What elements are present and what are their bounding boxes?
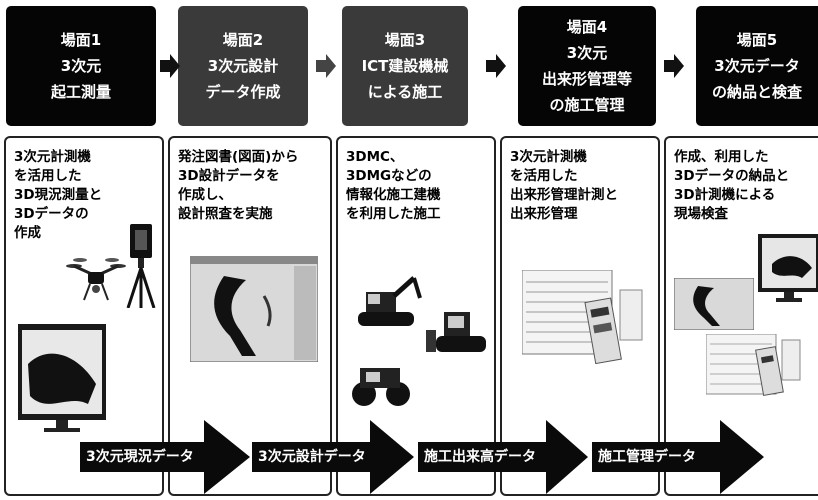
stage-4-line-2: 3次元: [566, 44, 608, 62]
panel-2-description: 発注図書(図面)から 3D設計データを 作成し、 設計照査を実施: [178, 149, 299, 222]
inspection-monitor-illustration: [758, 234, 818, 302]
stage-5-line-3: の納品と検査: [711, 83, 802, 101]
data-flow-label-2: 3次元設計データ: [258, 449, 366, 465]
stage-3-line-2: ICT建設機械: [361, 57, 449, 75]
stage-header-5: 場面5 3次元データ の納品と検査: [696, 6, 818, 126]
stage-header-3: 場面3 ICT建設機械 による施工: [342, 6, 468, 126]
arrow-right-icon: [592, 420, 764, 494]
data-flow-arrow-3: 施工出来高データ: [418, 420, 588, 494]
management-documents-illustration: [522, 270, 643, 365]
stage-4-line-4: の施工管理: [549, 96, 625, 114]
arrow-right-icon: [418, 420, 588, 494]
stage-4-title: 場面4: [566, 18, 608, 36]
stage-4-line-3: 出来形管理等: [541, 70, 632, 88]
panel-5-description: 作成、利用した 3Dデータの納品と 3D計測機による 現場検査: [674, 149, 790, 222]
data-flow-arrow-4: 施工管理データ: [592, 420, 764, 494]
stage-1-title: 場面1: [60, 31, 102, 49]
stage-2-line-2: 3次元設計: [207, 57, 279, 75]
panel-1-description: 3次元計測機 を活用した 3D現況測量と 3Dデータの 作成: [14, 149, 103, 241]
step-arrow-icon: [316, 54, 336, 78]
stage-2-title: 場面2: [222, 31, 264, 49]
stage-1-line-2: 3次元: [60, 57, 102, 75]
design-software-illustration: [190, 256, 318, 362]
bulldozer-illustration: [426, 312, 486, 352]
stage-2-line-3: データ作成: [205, 83, 281, 101]
roller-illustration: [352, 368, 410, 406]
arrow-right-icon: [80, 420, 250, 494]
data-flow-label-3: 施工出来高データ: [424, 449, 536, 465]
arrow-right-icon: [252, 420, 414, 494]
data-flow-arrow-1: 3次元現況データ: [80, 420, 250, 494]
drone-illustration: [66, 258, 126, 301]
laser-scanner-illustration: [126, 224, 156, 308]
panel-5: 作成、利用した 3Dデータの納品と 3D計測機による 現場検査: [664, 136, 818, 496]
stage-3-title: 場面3: [384, 31, 426, 49]
panel-4: 3次元計測機 を活用した 出来形管理計測と 出来形管理: [500, 136, 660, 496]
step-arrow-icon: [664, 54, 684, 78]
panel-2: 発注図書(図面)から 3D設計データを 作成し、 設計照査を実施: [168, 136, 332, 496]
stage-3-line-3: による施工: [367, 83, 443, 101]
stage-1-line-3: 起工測量: [50, 83, 111, 101]
panel-3: 3DMC、 3DMGなどの 情報化施工建機 を利用した施工: [336, 136, 496, 496]
stage-5-title: 場面5: [736, 31, 778, 49]
stage-header-4: 場面4 3次元 出来形管理等 の施工管理: [518, 6, 656, 126]
data-flow-arrow-2: 3次元設計データ: [252, 420, 414, 494]
data-flow-label-4: 施工管理データ: [598, 449, 696, 465]
data-flow-label-1: 3次元現況データ: [86, 449, 194, 465]
stage-header-2: 場面2 3次元設計 データ作成: [178, 6, 308, 126]
panel-4-description: 3次元計測機 を活用した 出来形管理計測と 出来形管理: [510, 149, 618, 222]
panel-1: 3次元計測機 を活用した 3D現況測量と 3Dデータの 作成: [4, 136, 164, 496]
stage-5-line-2: 3次元データ: [714, 57, 800, 75]
stage-header-1: 場面1 3次元 起工測量: [6, 6, 156, 126]
excavator-illustration: [358, 276, 422, 326]
step-arrow-icon: [486, 54, 506, 78]
panel-3-description: 3DMC、 3DMGなどの 情報化施工建機 を利用した施工: [346, 149, 441, 222]
terrain-monitor-illustration: [18, 324, 106, 432]
step-arrow-icon: [160, 54, 180, 78]
inspection-report-illustration: [706, 334, 801, 397]
design-screen-illustration: [674, 278, 754, 330]
